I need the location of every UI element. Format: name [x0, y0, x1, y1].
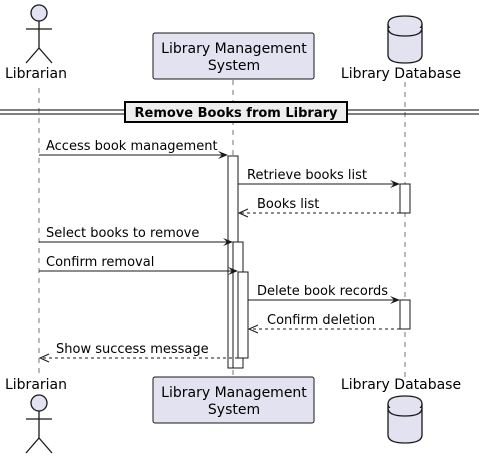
participant-label: Library Database: [341, 377, 461, 393]
participant-database-bottom: Library Database: [341, 377, 461, 444]
message-confirm-removal: Confirm removal: [39, 255, 238, 275]
actor-icon: [25, 394, 53, 454]
message-label: Books list: [257, 197, 319, 212]
participant-label-line1: Library Management: [161, 41, 307, 57]
participant-label: Librarian: [5, 377, 67, 393]
activation-database-2: [399, 299, 411, 330]
message-access-book-management: Access book management: [39, 139, 228, 159]
message-confirm-deletion-return: Confirm deletion: [247, 313, 400, 334]
participant-database-top: Library Database: [341, 15, 461, 82]
participant-label-line2: System: [208, 58, 260, 74]
participant-system-top: Library Management System: [152, 32, 315, 80]
message-label: Select books to remove: [46, 226, 199, 241]
participant-label: Librarian: [5, 66, 67, 82]
message-label: Access book management: [46, 139, 218, 154]
message-label: Retrieve books list: [247, 168, 367, 183]
participant-label-line2: System: [208, 402, 260, 418]
divider-title: Remove Books from Library: [135, 106, 339, 121]
database-icon: [387, 395, 423, 444]
message-delete-book-records: Delete book records: [248, 284, 400, 304]
message-retrieve-books-list: Retrieve books list: [238, 168, 400, 188]
participant-label-line1: Library Management: [161, 385, 307, 401]
participant-librarian-top: Librarian: [5, 4, 67, 82]
database-icon: [387, 15, 423, 64]
message-show-success-message: Show success message: [38, 342, 238, 363]
activation-system-3: [237, 271, 249, 359]
message-label: Show success message: [56, 342, 209, 357]
activation-database-1: [399, 183, 411, 214]
actor-icon: [25, 4, 53, 64]
participant-system-bottom: Library Management System: [152, 376, 315, 424]
message-books-list-return: Books list: [237, 197, 400, 218]
message-label: Delete book records: [257, 284, 388, 299]
section-divider: Remove Books from Library: [0, 101, 479, 123]
message-select-books-to-remove: Select books to remove: [39, 226, 233, 246]
message-label: Confirm deletion: [267, 313, 375, 328]
participant-label: Library Database: [341, 66, 461, 82]
participant-librarian-bottom: Librarian: [5, 377, 67, 454]
message-label: Confirm removal: [46, 255, 154, 270]
